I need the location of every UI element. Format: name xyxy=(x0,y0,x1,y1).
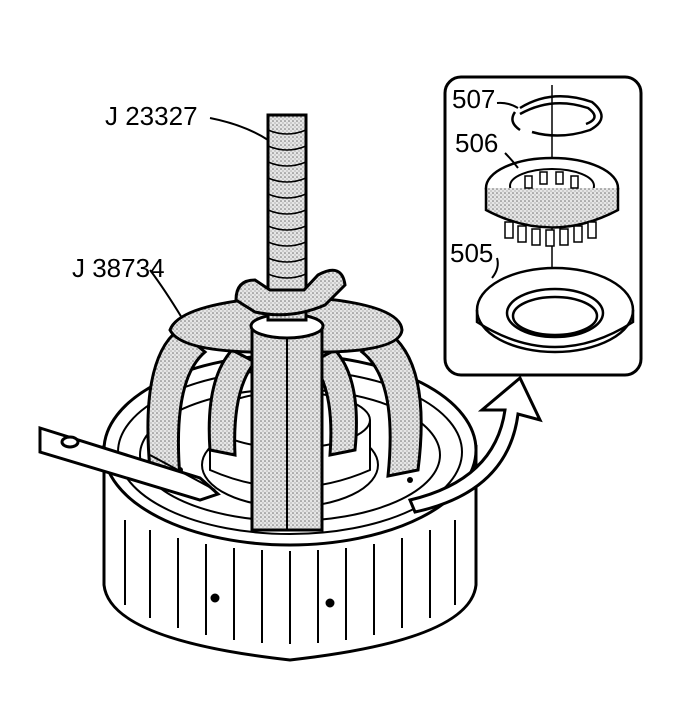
inset-leaders xyxy=(491,101,519,279)
snap-ring-507 xyxy=(511,95,603,137)
detail-inset: 507 506 505 xyxy=(443,75,643,377)
piston-505 xyxy=(475,266,635,354)
pry-tool xyxy=(38,425,221,502)
detail-arrow xyxy=(407,375,543,514)
screw-j23327 xyxy=(234,113,347,322)
spring-assembly-506 xyxy=(484,156,620,247)
tool-leaders xyxy=(149,117,269,319)
bridge-tool-j38734 xyxy=(146,294,423,532)
callout-507: 507 xyxy=(452,84,495,114)
callout-506: 506 xyxy=(455,128,498,158)
callout-j23327: J 23327 xyxy=(105,101,198,131)
callout-j38734: J 38734 xyxy=(72,253,165,283)
callout-505: 505 xyxy=(450,238,493,268)
